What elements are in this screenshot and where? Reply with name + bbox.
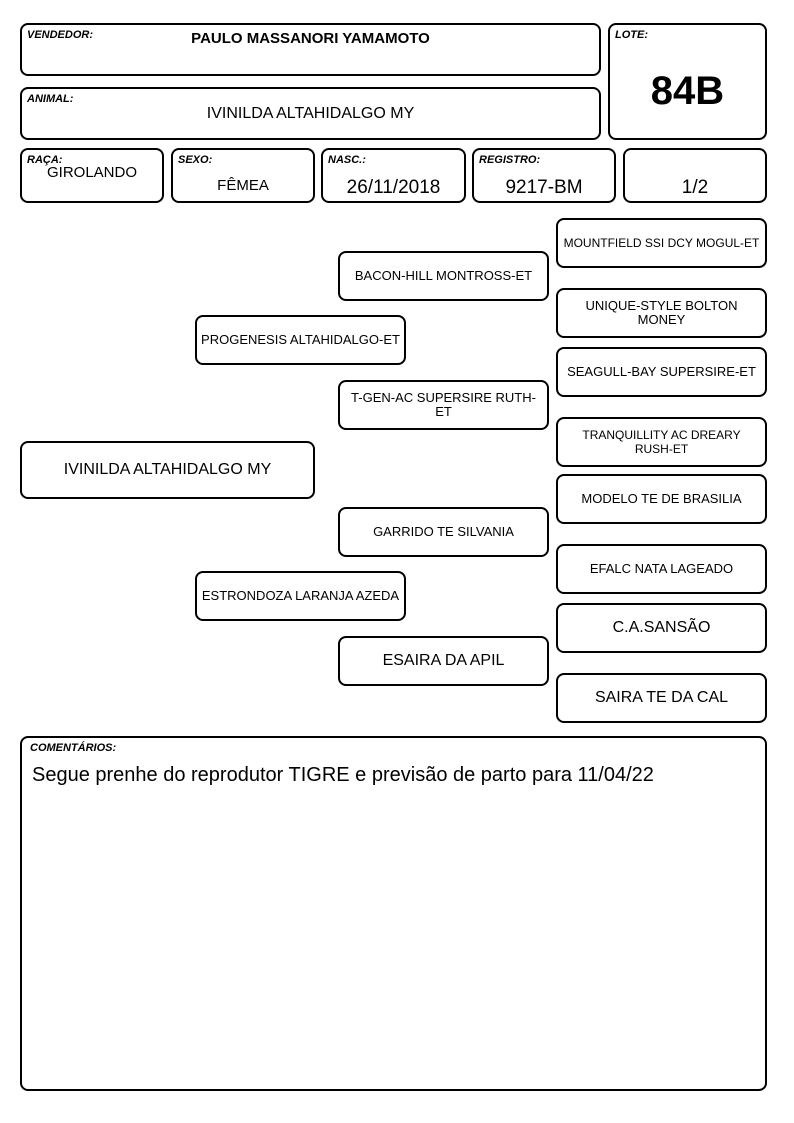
sexo-box: SEXO: FÊMEA bbox=[171, 148, 315, 203]
pedigree-sire: PROGENESIS ALTAHIDALGO-ET bbox=[195, 315, 406, 365]
comments-text: Segue prenhe do reprodutor TIGRE e previ… bbox=[32, 764, 654, 786]
animal-box: ANIMAL: IVINILDA ALTAHIDALGO MY bbox=[20, 87, 601, 140]
sexo-value: FÊMEA bbox=[217, 177, 269, 194]
vendedor-label: VENDEDOR: bbox=[27, 29, 94, 41]
pedigree-ggp: EFALC NATA LAGEADO bbox=[556, 544, 767, 594]
pedigree-ggp: SEAGULL-BAY SUPERSIRE-ET bbox=[556, 347, 767, 397]
animal-value: IVINILDA ALTAHIDALGO MY bbox=[206, 105, 415, 122]
pedigree-ggp: SAIRA TE DA CAL bbox=[556, 673, 767, 723]
lote-label: LOTE: bbox=[615, 29, 648, 41]
registro-value: 9217-BM bbox=[505, 177, 583, 198]
pedigree-animal: IVINILDA ALTAHIDALGO MY bbox=[20, 441, 315, 499]
pedigree-ggp: MOUNTFIELD SSI DCY MOGUL-ET bbox=[556, 218, 767, 268]
pedigree-sire-sire: BACON-HILL MONTROSS-ET bbox=[338, 251, 549, 301]
pedigree-ggp: TRANQUILLITY AC DREARY RUSH-ET bbox=[556, 417, 767, 467]
pedigree-ggp: UNIQUE-STYLE BOLTON MONEY bbox=[556, 288, 767, 338]
pedigree-ggp: MODELO TE DE BRASILIA bbox=[556, 474, 767, 524]
vendedor-box: VENDEDOR: PAULO MASSANORI YAMAMOTO bbox=[20, 23, 601, 76]
nasc-box: NASC.: 26/11/2018 bbox=[321, 148, 466, 203]
raca-box: RAÇA: GIROLANDO bbox=[20, 148, 164, 203]
grau-value: 1/2 bbox=[681, 177, 709, 198]
raca-value: GIROLANDO bbox=[46, 164, 137, 181]
pedigree-dam: ESTRONDOZA LARANJA AZEDA bbox=[195, 571, 406, 621]
pedigree-dam-sire: GARRIDO TE SILVANIA bbox=[338, 507, 549, 557]
pedigree-dam-dam: ESAIRA DA APIL bbox=[338, 636, 549, 686]
comments-label: COMENTÁRIOS: bbox=[30, 742, 117, 754]
comments-box: COMENTÁRIOS: Segue prenhe do reprodutor … bbox=[20, 736, 767, 1091]
animal-label: ANIMAL: bbox=[27, 93, 74, 105]
pedigree-ggp: C.A.SANSÃO bbox=[556, 603, 767, 653]
registro-box: REGISTRO: 9217-BM bbox=[472, 148, 616, 203]
raca-label: RAÇA: bbox=[27, 154, 63, 166]
sexo-label: SEXO: bbox=[178, 154, 213, 166]
pedigree-sire-dam: T-GEN-AC SUPERSIRE RUTH-ET bbox=[338, 380, 549, 430]
vendedor-value: PAULO MASSANORI YAMAMOTO bbox=[191, 30, 430, 47]
registro-label: REGISTRO: bbox=[479, 154, 541, 166]
lote-value: 84B bbox=[650, 69, 725, 113]
nasc-label: NASC.: bbox=[328, 154, 366, 166]
lote-box: LOTE: 84B bbox=[608, 23, 767, 140]
nasc-value: 26/11/2018 bbox=[346, 177, 441, 198]
grau-box: 1/2 bbox=[623, 148, 767, 203]
